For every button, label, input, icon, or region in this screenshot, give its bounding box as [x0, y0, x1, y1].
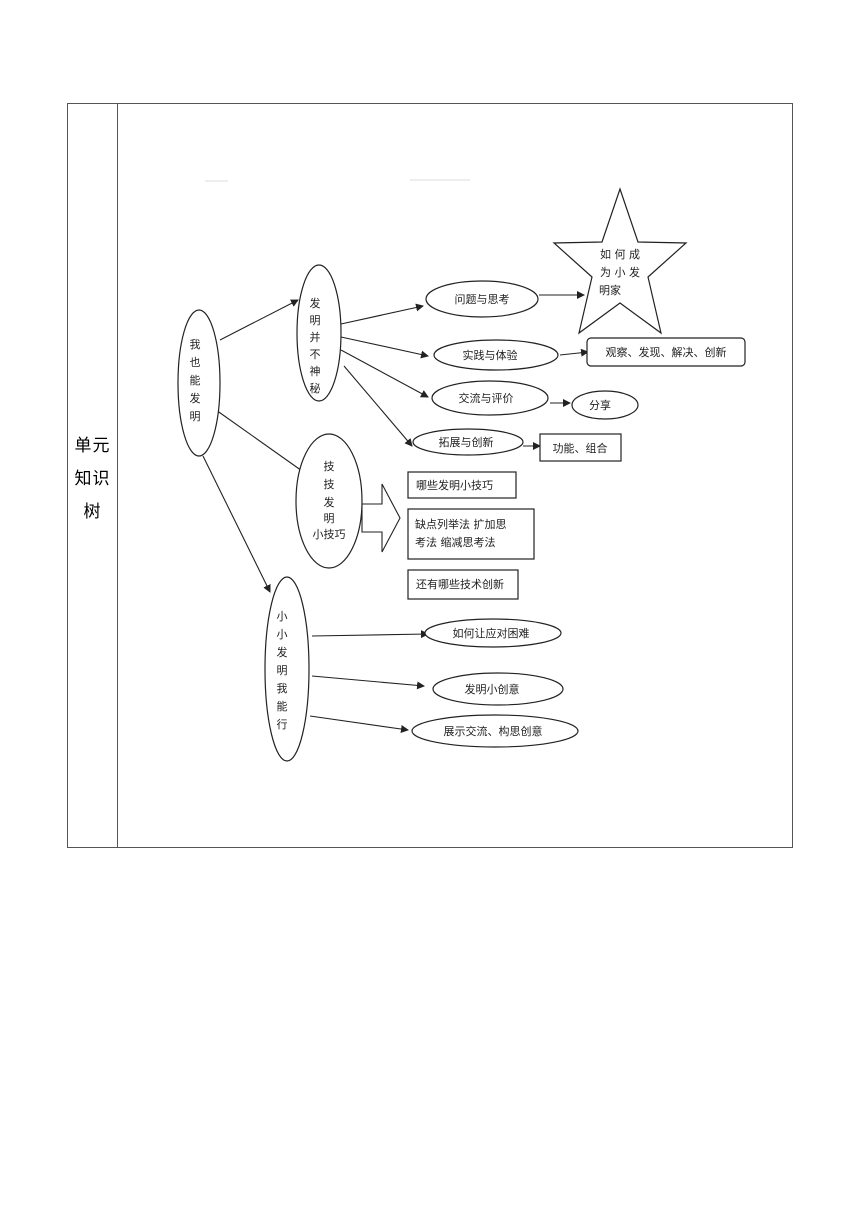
branch2-char-2: 技	[324, 478, 335, 491]
b2-box-2-line-2: 考法 缩减思考法	[415, 535, 496, 549]
b1-child-3: 交流与评价	[431, 380, 549, 416]
b1-leaf-2-label: 分享	[589, 398, 611, 412]
row-label-line-1: 单元	[74, 436, 111, 456]
branch3-char-3: 发	[277, 645, 288, 659]
knowledge-tree-table: 单元 知识 树	[67, 103, 793, 848]
edge-b1-c2	[340, 336, 429, 359]
b2-box-1: 哪些发明小技巧	[407, 471, 517, 499]
b2-box-2: 缺点列举法 扩加思 考法 缩减思考法	[407, 508, 535, 560]
edge-b1-c3	[340, 349, 429, 398]
b1-leaf-1-label: 观察、发现、解决、创新	[606, 345, 727, 359]
branch1-char-3: 并	[310, 330, 321, 344]
branch3-char-5: 我	[277, 682, 288, 695]
root-char-3: 能	[190, 373, 201, 387]
row-label-line-3: 树	[83, 502, 102, 522]
root-char-5: 明	[190, 410, 201, 423]
star-line-2: 为 小 发	[600, 265, 640, 279]
b1-child-3-label: 交流与评价	[459, 391, 514, 405]
b3-child-1-label: 如何让应对困难	[453, 626, 530, 640]
branch2-char-3: 发	[324, 495, 335, 509]
root-char-1: 我	[190, 338, 201, 351]
branch3-char-2: 小	[277, 628, 288, 641]
b3-child-3: 展示交流、构思创意	[411, 714, 579, 748]
b1-leaf-3-label: 功能、组合	[553, 441, 608, 455]
branch1-char-2: 明	[310, 314, 321, 327]
root-char-2: 也	[190, 356, 201, 369]
row-label-line-2: 知识	[74, 469, 111, 489]
b1-child-4-label: 拓展与创新	[439, 435, 494, 449]
edge-b3-c3	[309, 715, 409, 733]
star-line-1: 如 何 成	[600, 247, 640, 261]
edge-root-branch3	[202, 455, 271, 593]
edge-b1-c1	[340, 303, 424, 325]
edge-b1-c4	[343, 365, 413, 447]
branch3-char-7: 行	[277, 718, 288, 731]
star-icon	[552, 187, 688, 335]
b1-child-2-label: 实践与体验	[463, 348, 518, 362]
b3-child-2-label: 发明小创意	[465, 682, 520, 696]
b1-child-4: 拓展与创新	[412, 428, 524, 456]
branch1-char-5: 神	[310, 364, 321, 378]
b2-box-3: 还有哪些技术创新	[407, 569, 519, 600]
star-line-3: 明家	[599, 283, 621, 297]
branch3-char-4: 明	[277, 664, 288, 677]
branch2-char-4: 明	[324, 512, 335, 525]
root-node: 我 也 能 发 明	[177, 309, 221, 457]
branch3-char-1: 小	[277, 610, 288, 623]
b1-leaf-1: 观察、发现、解决、创新	[586, 337, 746, 367]
big-arrow-icon	[361, 483, 401, 553]
b1-child-1-label: 问题与思考	[455, 293, 510, 306]
branch2-char-1: 技	[324, 460, 335, 473]
b1-child-2: 实践与体验	[433, 339, 559, 371]
b2-box-2-line-1: 缺点列举法 扩加思	[415, 517, 507, 531]
b3-child-1: 如何让应对困难	[424, 618, 562, 648]
b2-box-1-label: 哪些发明小技巧	[416, 478, 493, 492]
edge-c2-leaf	[559, 348, 589, 357]
branch1-node: 发 明 并 不 神 秘	[296, 264, 342, 402]
edge-b3-c1	[311, 630, 429, 639]
edge-root-branch2	[215, 409, 313, 479]
star-node: 如 何 成 为 小 发 明家	[552, 187, 688, 335]
b2-box-3-label: 还有哪些技术创新	[416, 577, 504, 591]
row-label: 单元 知识 树	[68, 430, 117, 529]
edge-root-branch1	[219, 299, 299, 341]
row-label-cell: 单元 知识 树	[68, 104, 118, 847]
b3-child-3-label: 展示交流、构思创意	[444, 724, 543, 738]
branch2-label-tail: 小技巧	[313, 528, 346, 541]
branch2-node: 技 技 发 明 小技巧	[295, 433, 363, 569]
branch1-char-4: 不	[310, 348, 321, 361]
branch3-node: 小 小 发 明 我 能 行	[264, 576, 310, 762]
root-char-4: 发	[190, 391, 201, 405]
branch3-char-6: 能	[277, 699, 288, 713]
b1-leaf-2: 分享	[571, 390, 639, 420]
b1-leaf-3: 功能、组合	[539, 433, 622, 462]
connectors	[202, 291, 589, 733]
b3-child-2: 发明小创意	[432, 672, 564, 706]
edge-b3-c2	[311, 675, 425, 690]
branch1-char-1: 发	[310, 296, 321, 310]
branch1-char-6: 秘	[310, 381, 321, 395]
b1-child-1: 问题与思考	[425, 280, 539, 318]
